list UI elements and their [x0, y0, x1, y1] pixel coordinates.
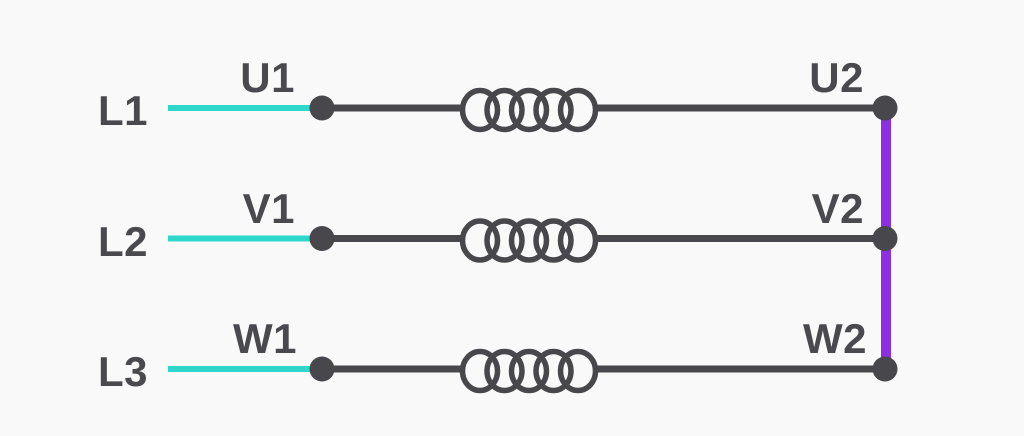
- coil-turn: [533, 87, 574, 133]
- coil-turn: [557, 348, 599, 394]
- line-label-l1: L1: [98, 87, 148, 134]
- coil-turn: [508, 348, 550, 394]
- terminal-label-v2: V2: [812, 185, 864, 232]
- coil-winding-w: [459, 348, 599, 394]
- terminal-label-w1: W1: [233, 315, 297, 362]
- terminal-dot-v1: [309, 226, 335, 251]
- line-label-l3: L3: [98, 348, 148, 395]
- phase-row-l1: L1 U1 U2: [98, 54, 898, 134]
- terminal-dot-w1: [309, 356, 335, 382]
- coil-turn: [459, 348, 501, 394]
- coil-turn: [459, 218, 501, 263]
- phase-row-l2: L2 V1 V2: [98, 185, 898, 265]
- phase-row-l3: L3 W1 W2: [98, 315, 898, 395]
- terminal-dot-v2: [872, 226, 898, 251]
- coil-turn: [557, 87, 599, 133]
- coil-turn: [484, 348, 525, 394]
- line-label-l2: L2: [98, 218, 148, 265]
- coil-turn: [533, 218, 574, 263]
- coil-turn: [484, 218, 525, 263]
- terminal-dot-w2: [872, 356, 898, 382]
- coil-turn: [508, 87, 550, 133]
- terminal-dot-u1: [309, 95, 335, 121]
- coil-turn: [557, 218, 599, 263]
- coil-winding-v: [459, 218, 599, 263]
- terminal-label-v1: V1: [243, 185, 295, 232]
- terminal-label-u1: U1: [240, 54, 295, 101]
- coil-turn: [508, 218, 550, 263]
- terminal-label-u2: U2: [809, 54, 864, 101]
- coil-turn: [484, 87, 525, 133]
- terminal-dot-u2: [872, 95, 898, 121]
- coil-turn: [533, 348, 574, 394]
- coil-winding-u: [459, 87, 599, 133]
- terminal-label-w2: W2: [803, 315, 867, 362]
- coil-turn: [459, 87, 501, 133]
